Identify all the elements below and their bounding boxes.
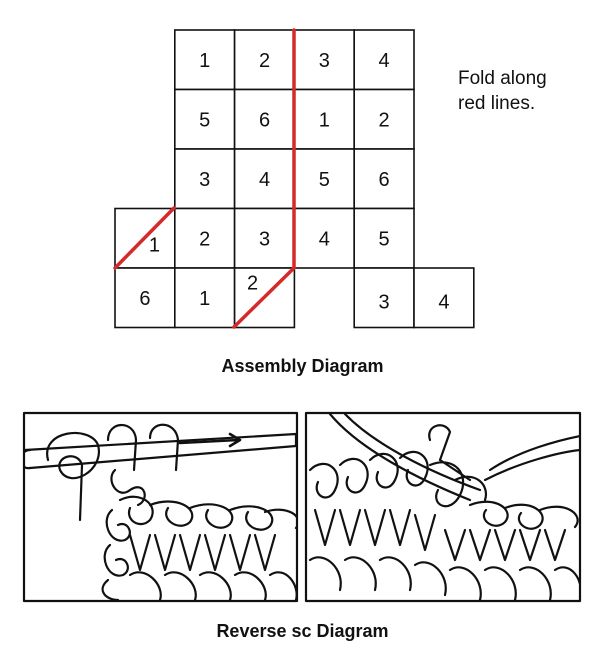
grid-cell-number: 4 — [379, 50, 390, 72]
grid-cell-number: 1 — [149, 234, 160, 256]
fold-instruction-note: Fold along red lines. — [458, 66, 547, 116]
grid-cell-number: 3 — [379, 291, 390, 313]
grid-cell-number: 5 — [379, 228, 390, 250]
fold-note-line-1: Fold along — [458, 68, 547, 89]
grid-cell — [233, 148, 296, 210]
grid-cell — [353, 267, 415, 329]
grid-cell — [233, 29, 296, 91]
fold-line-diagonal-bottom — [232, 266, 296, 329]
grid-cell-number: 1 — [199, 288, 210, 310]
grid-cell — [174, 29, 236, 91]
grid-cell-number: 1 — [319, 109, 330, 131]
left-stitch-illustration — [22, 411, 299, 603]
fold-line-diagonal-left — [113, 206, 176, 270]
grid-cell-number: 2 — [247, 272, 258, 294]
grid-cell-number: 6 — [379, 169, 390, 191]
grid-cell — [293, 207, 355, 269]
grid-cell-number: 6 — [259, 109, 270, 131]
grid-cell-number: 3 — [199, 169, 210, 191]
assembly-diagram-caption: Assembly Diagram — [221, 356, 384, 376]
grid-cell — [413, 267, 475, 329]
grid-cell — [114, 267, 176, 329]
arrow-icon — [178, 432, 242, 448]
right-stitch-illustration — [304, 411, 582, 603]
grid-cell-number: 2 — [199, 228, 210, 250]
grid-cell — [233, 88, 296, 150]
grid-cell-number: 4 — [319, 228, 330, 250]
fold-note-line-2: red lines. — [458, 93, 536, 114]
grid-cell — [293, 148, 355, 210]
grid-cell-number: 5 — [199, 109, 210, 131]
grid-cell-number: 1 — [199, 50, 210, 72]
grid-cell-number: 2 — [259, 50, 270, 72]
reverse-sc-diagram-caption: Reverse sc Diagram — [216, 621, 389, 641]
grid-cell-number: 3 — [259, 228, 270, 250]
grid-cell-number: 4 — [438, 291, 449, 313]
grid-cell — [293, 88, 355, 150]
grid-cell-number: 6 — [139, 288, 150, 310]
grid-cell — [353, 207, 415, 269]
grid-cell-number: 2 — [379, 109, 390, 131]
grid-cell-number: 5 — [319, 169, 330, 191]
grid-cell-number: 3 — [319, 50, 330, 72]
grid-cell-number: 4 — [259, 169, 270, 191]
grid-cell — [353, 148, 415, 210]
grid-cell — [353, 88, 415, 150]
fold-lines — [113, 28, 296, 329]
